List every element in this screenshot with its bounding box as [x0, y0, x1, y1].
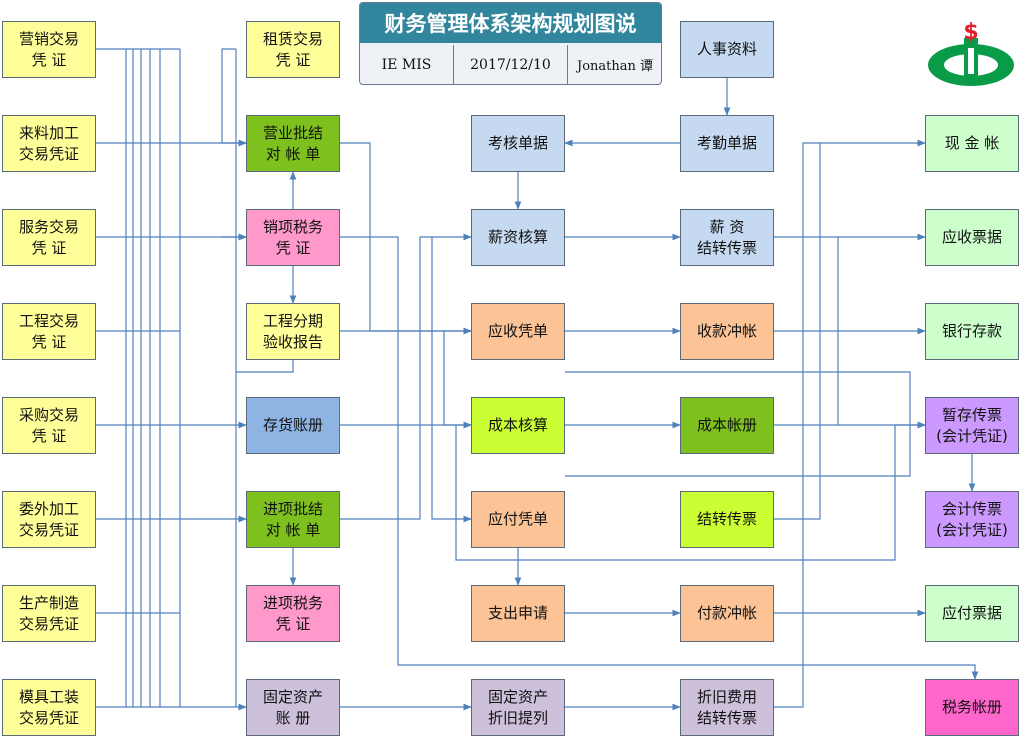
- node-expense-request[interactable]: 支出申请: [471, 585, 565, 642]
- node-input-batch-statement[interactable]: 进项批结 对 帐 单: [246, 491, 340, 548]
- node-suspense-voucher[interactable]: 暂存传票 (会计凭证): [925, 397, 1019, 454]
- diagram-title: 财务管理体系架构规划图说: [360, 3, 661, 43]
- svg-text:$: $: [963, 20, 978, 45]
- node-hr-data[interactable]: 人事资料: [680, 21, 774, 78]
- node-depreciation-transfer[interactable]: 折旧费用 结转传票: [680, 679, 774, 736]
- connector-line: [565, 371, 911, 477]
- node-attendance-documents[interactable]: 考勤单据: [680, 115, 774, 172]
- node-depreciation-provision[interactable]: 固定资产 折旧提列: [471, 679, 565, 736]
- connector-line: [774, 143, 821, 520]
- node-mold-voucher[interactable]: 模具工装 交易凭证: [2, 679, 96, 736]
- node-cost-ledger[interactable]: 成本帐册: [680, 397, 774, 454]
- node-output-tax-voucher[interactable]: 销项税务 凭 证: [246, 209, 340, 266]
- node-service-voucher[interactable]: 服务交易 凭 证: [2, 209, 96, 266]
- node-fixed-asset-ledger[interactable]: 固定资产 账 册: [246, 679, 340, 736]
- connector-line: [236, 360, 294, 373]
- author-label: Jonathan 谭: [576, 59, 653, 74]
- node-processing-voucher[interactable]: 来料加工 交易凭证: [2, 115, 96, 172]
- node-transfer-voucher[interactable]: 结转传票: [680, 491, 774, 548]
- node-inventory-ledger[interactable]: 存货账册: [246, 397, 340, 454]
- node-bank-deposit[interactable]: 银行存款: [925, 303, 1019, 360]
- node-tax-ledger[interactable]: 税务帐册: [925, 679, 1019, 736]
- node-payment-offset[interactable]: 付款冲帐: [680, 585, 774, 642]
- connector-line: [431, 237, 472, 523]
- node-input-tax-voucher[interactable]: 进项税务 凭 证: [246, 585, 340, 642]
- connector-line: [340, 233, 472, 520]
- connector-line: [443, 331, 472, 429]
- node-outsourcing-voucher[interactable]: 委外加工 交易凭证: [2, 491, 96, 548]
- node-engineering-voucher[interactable]: 工程交易 凭 证: [2, 303, 96, 360]
- node-sales-batch-statement[interactable]: 营业批结 对 帐 单: [246, 115, 340, 172]
- system-label: IE MIS: [360, 45, 454, 84]
- node-receipt-offset[interactable]: 收款冲帐: [680, 303, 774, 360]
- node-cost-accounting[interactable]: 成本核算: [471, 397, 565, 454]
- node-salary-transfer[interactable]: 薪 资 结转传票: [680, 209, 774, 266]
- node-payable-voucher[interactable]: 应付凭单: [471, 491, 565, 548]
- date-label: 2017/12/10: [454, 45, 568, 84]
- connector-line: [221, 48, 247, 147]
- node-marketing-voucher[interactable]: 营销交易 凭 证: [2, 21, 96, 78]
- node-salary-accounting[interactable]: 薪资核算: [471, 209, 565, 266]
- title-panel: 财务管理体系架构规划图说 IE MIS 2017/12/10 Jonathan …: [359, 2, 662, 85]
- node-accounting-voucher[interactable]: 会计传票 (会计凭证): [925, 491, 1019, 548]
- node-purchase-voucher[interactable]: 采购交易 凭 证: [2, 397, 96, 454]
- node-production-voucher[interactable]: 生产制造 交易凭证: [2, 585, 96, 642]
- node-assessment-documents[interactable]: 考核单据: [471, 115, 565, 172]
- connector-line: [774, 139, 926, 708]
- node-receivable-voucher[interactable]: 应收凭单: [471, 303, 565, 360]
- node-lease-voucher[interactable]: 租赁交易 凭 证: [246, 21, 340, 78]
- node-engineering-acceptance[interactable]: 工程分期 验收报告: [246, 303, 340, 360]
- node-notes-receivable[interactable]: 应收票据: [925, 209, 1019, 266]
- dollar-seal-logo-icon: $: [928, 20, 1014, 86]
- connector-line: [340, 236, 979, 680]
- node-notes-payable[interactable]: 应付票据: [925, 585, 1019, 642]
- node-cash-account[interactable]: 现 金 帐: [925, 115, 1019, 172]
